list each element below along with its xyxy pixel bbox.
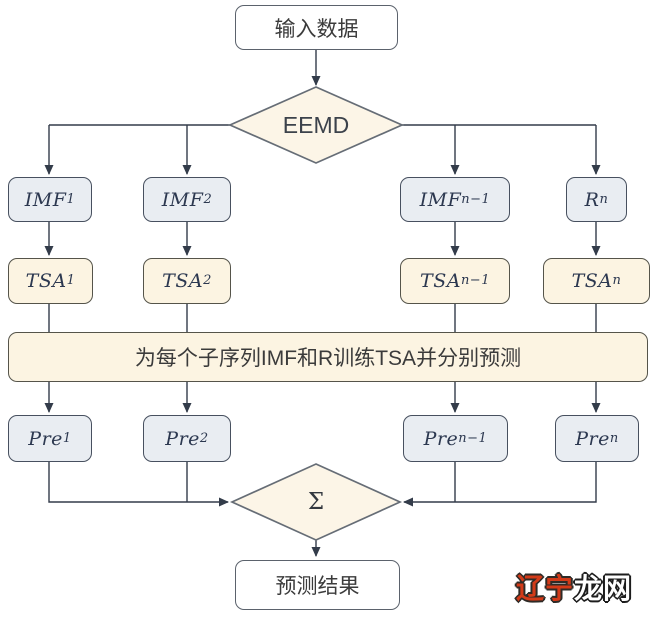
- input-data-label: 输入数据: [274, 17, 359, 41]
- tsan-label: TSA: [571, 270, 613, 292]
- train-description-label: 为每个子序列IMF和R训练TSA并分别预测: [134, 347, 522, 370]
- pren1-label: Pre: [423, 427, 459, 450]
- imfn1-label: IMF: [419, 188, 462, 211]
- eemd-diamond-shape: [227, 86, 405, 164]
- watermark-logo: 辽宁龙网: [516, 567, 632, 607]
- pre1-label: Pre: [28, 427, 63, 450]
- tsan1-label: TSA: [420, 270, 461, 292]
- sum-label: Σ: [307, 489, 325, 515]
- sum-diamond-shape: [229, 463, 403, 541]
- arrow-right-collector-sigma: [403, 462, 597, 507]
- imf2-label: IMF: [161, 188, 204, 211]
- eemd-label: EEMD: [282, 111, 350, 138]
- train-description-node: 为每个子序列IMF和R训练TSA并分别预测: [8, 332, 648, 382]
- arrow-left-collector-sigma: [48, 462, 229, 507]
- input-data-node: 输入数据: [235, 5, 398, 50]
- eemd-decision-node: EEMD: [246, 110, 386, 140]
- watermark-red-text: 辽宁: [516, 573, 575, 604]
- tsa2-label: TSA: [162, 270, 204, 292]
- pre2-label: Pre: [165, 427, 200, 450]
- pren-label: Pre: [575, 427, 610, 450]
- watermark-white-text: 龙网: [574, 573, 633, 604]
- result-label: 预测结果: [275, 575, 360, 598]
- result-node: 预测结果: [235, 560, 400, 610]
- rn-label: R: [584, 188, 600, 211]
- imf1-label: IMF: [24, 188, 67, 211]
- tsa1-label: TSA: [25, 270, 67, 292]
- sum-decision-node: Σ: [286, 487, 346, 517]
